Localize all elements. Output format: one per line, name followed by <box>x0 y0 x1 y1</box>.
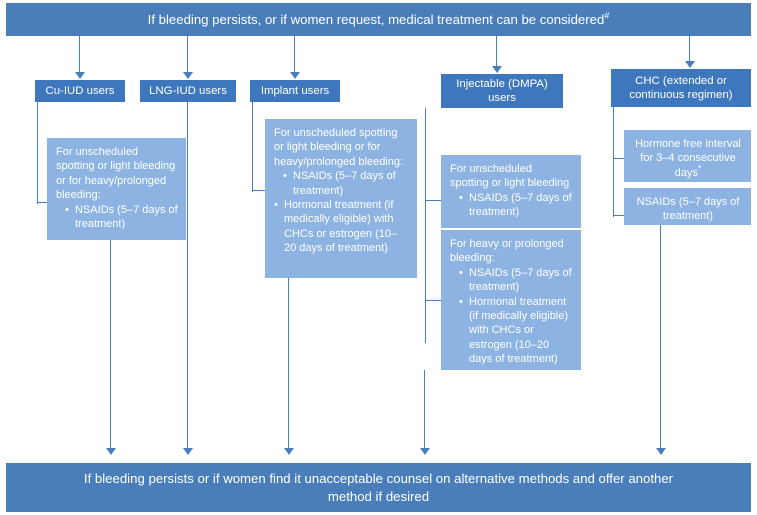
arrowhead-implant-bottom <box>284 448 294 455</box>
connector-cu-iud-drop <box>37 102 39 204</box>
column-header-dmpa[interactable]: Injectable (DMPA) users <box>441 74 563 108</box>
connector-implant-drop <box>252 102 254 192</box>
content-box-implant-bullets: NSAIDs (5–7 days of treatment) Hormonal … <box>274 169 409 255</box>
bottom-banner: If bleeding persists or if women find it… <box>6 463 751 512</box>
connector-chc-box-to-bottom <box>660 225 662 450</box>
column-header-chc[interactable]: CHC (extended or continuous regimen) <box>611 69 751 107</box>
column-header-implant-label: Implant users <box>260 85 330 97</box>
bottom-banner-text: If bleeding persists or if women find it… <box>83 470 674 504</box>
connector-implant-elbow <box>252 190 266 192</box>
content-box-cu-lng-shared-intro: For unscheduled spotting or light bleedi… <box>56 146 176 202</box>
column-header-lng-iud[interactable]: LNG-IUD users <box>140 80 236 102</box>
list-item: NSAIDs (5–7 days of treatment) <box>56 203 178 232</box>
connector-cu-lng-box-to-bottom <box>110 240 112 450</box>
arrowhead-chc <box>685 61 695 68</box>
top-banner-text: If bleeding persists, or if women reques… <box>147 10 610 27</box>
content-box-chc-nsaids: NSAIDs (5–7 days of treatment) <box>624 188 751 225</box>
arrowhead-chc-bottom <box>656 448 666 455</box>
content-box-chc-hfi-text: Hormone free interval for 3–4 consecutiv… <box>635 138 741 179</box>
top-banner: If bleeding persists, or if women reques… <box>6 3 751 36</box>
content-box-dmpa-light-bullets: NSAIDs (5–7 days of treatment) <box>450 191 573 220</box>
connector-dmpa-branch-light <box>425 200 442 202</box>
list-item: NSAIDs (5–7 days of treatment) <box>450 266 573 295</box>
content-box-dmpa-light: For unscheduled spotting or light bleedi… <box>441 155 581 228</box>
content-box-dmpa-heavy-bullets: NSAIDs (5–7 days of treatment) Hormonal … <box>450 266 573 367</box>
arrowhead-lng-iud <box>183 72 193 79</box>
content-box-implant-intro: For unscheduled spotting or light bleedi… <box>274 127 404 168</box>
connector-banner-to-chc <box>689 36 691 63</box>
connector-dmpa-drop <box>425 108 427 343</box>
arrowhead-lng-iud-bottom <box>183 448 193 455</box>
connector-dmpa-box-to-bottom <box>424 370 426 450</box>
content-box-cu-lng-shared: For unscheduled spotting or light bleedi… <box>47 138 186 240</box>
arrowhead-dmpa <box>492 66 502 73</box>
list-item: Hormonal treatment (if medically eligibl… <box>450 295 573 367</box>
connector-banner-to-lng-iud <box>187 36 189 74</box>
column-header-cu-iud[interactable]: Cu-IUD users <box>35 80 125 102</box>
list-item: Hormonal treatment (if medically eligibl… <box>274 198 409 256</box>
column-header-cu-iud-label: Cu-IUD users <box>45 85 115 97</box>
content-box-chc-hfi: Hormone free interval for 3–4 consecutiv… <box>624 130 751 182</box>
list-item: NSAIDs (5–7 days of treatment) <box>450 191 573 220</box>
connector-banner-to-cu-iud <box>79 36 81 74</box>
connector-implant-box-to-bottom <box>288 278 290 450</box>
content-box-cu-lng-shared-bullets: NSAIDs (5–7 days of treatment) <box>56 203 178 232</box>
column-header-chc-label: CHC (extended or continuous regimen) <box>629 75 733 101</box>
arrowhead-cu-lng-bottom <box>106 448 116 455</box>
connector-dmpa-branch-heavy <box>425 300 442 302</box>
column-header-implant[interactable]: Implant users <box>250 80 340 102</box>
arrowhead-cu-iud <box>75 72 85 79</box>
content-box-chc-hfi-footnote-marker: * <box>697 163 702 174</box>
connector-banner-to-implant <box>294 36 296 74</box>
connector-cu-iud-elbow <box>37 202 49 204</box>
connector-chc-branch-hfi <box>613 158 626 160</box>
connector-chc-branch-nsaids <box>613 215 626 217</box>
list-item: NSAIDs (5–7 days of treatment) <box>274 169 409 198</box>
content-box-dmpa-light-intro: For unscheduled spotting or light bleedi… <box>450 163 570 190</box>
top-banner-footnote-marker: # <box>604 10 610 21</box>
column-header-dmpa-label: Injectable (DMPA) users <box>456 78 548 104</box>
content-box-dmpa-heavy: For heavy or prolonged bleeding: NSAIDs … <box>441 230 581 370</box>
content-box-chc-nsaids-text: NSAIDs (5–7 days of treatment) <box>636 196 740 223</box>
arrowhead-dmpa-bottom <box>420 448 430 455</box>
connector-lng-iud-to-bottom <box>187 102 189 450</box>
connector-banner-to-dmpa <box>496 36 498 68</box>
column-header-lng-iud-label: LNG-IUD users <box>149 85 227 97</box>
content-box-implant: For unscheduled spotting or light bleedi… <box>265 119 417 278</box>
content-box-dmpa-heavy-intro: For heavy or prolonged bleeding: <box>450 238 564 265</box>
arrowhead-implant <box>290 72 300 79</box>
connector-chc-drop <box>613 107 615 217</box>
